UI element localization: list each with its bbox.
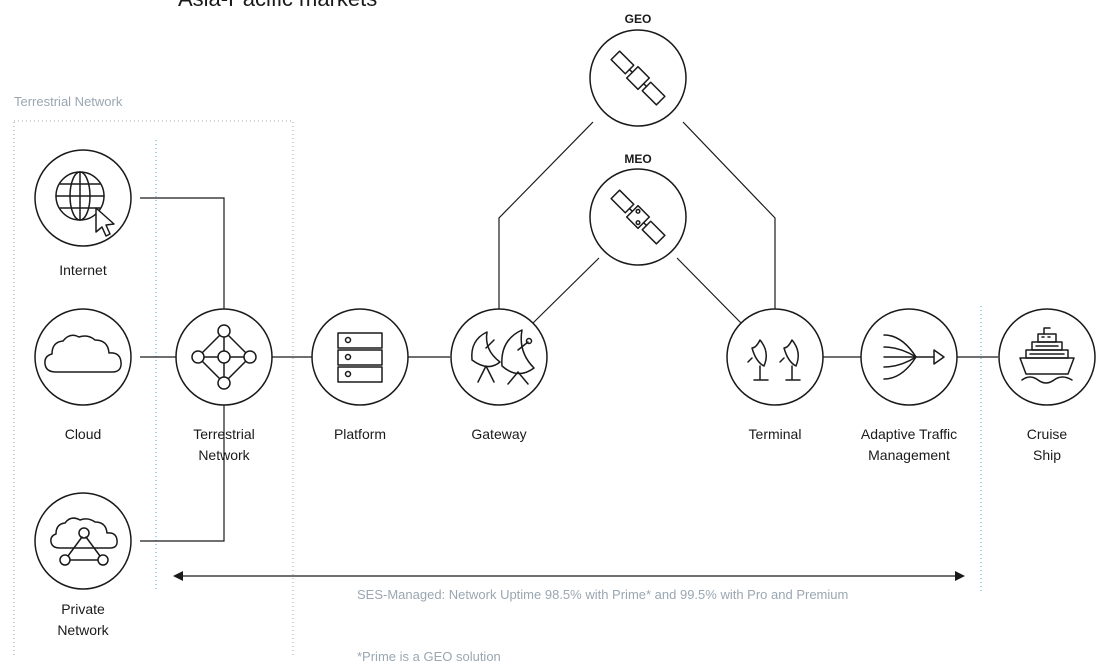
cruise-ship-node <box>998 308 1096 406</box>
terminal-node <box>726 308 824 406</box>
cloud-icon <box>44 334 122 373</box>
meo-satellite-icon <box>610 189 666 245</box>
traffic-merge-icon <box>883 334 945 380</box>
managed-span-caption: SES-Managed: Network Uptime 98.5% with P… <box>357 587 849 602</box>
internet-node <box>34 149 132 247</box>
private-network-node <box>34 492 132 590</box>
internet-label: Internet <box>59 262 107 278</box>
cruise-ship-label-line2: Ship <box>1032 447 1062 463</box>
terrestrial-network-label-line1: Terrestrial <box>193 426 255 442</box>
terminal-antenna-icon <box>747 339 801 381</box>
gateway-label: Gateway <box>471 426 527 442</box>
managed-span-arrow <box>173 571 965 581</box>
terrestrial-network-label-line2: Network <box>198 447 250 463</box>
private-network-label-line1: Private <box>61 601 105 617</box>
server-stack-icon <box>337 332 383 383</box>
cruise-ship-label-line1: Cruise <box>1026 426 1068 442</box>
terrestrial-region-box <box>13 120 294 657</box>
region-label: Terrestrial Network <box>14 94 123 109</box>
geo-satellite-node <box>589 29 687 127</box>
adaptive-traffic-label-line1: Adaptive Traffic <box>860 426 958 442</box>
cursor-icon <box>95 207 115 237</box>
geo-satellite-icon <box>610 50 666 106</box>
gateway-node <box>450 308 548 406</box>
meo-label: MEO <box>624 152 652 166</box>
cruise-ship-icon <box>1019 327 1075 384</box>
meo-satellite-node <box>589 168 687 266</box>
connector-lines <box>140 121 998 542</box>
cloud-node <box>34 308 132 406</box>
satellite-dish-icon <box>471 329 535 385</box>
hub-icon <box>191 324 257 390</box>
platform-label: Platform <box>333 426 387 442</box>
cloud-label: Cloud <box>64 426 102 442</box>
private-network-label-line2: Network <box>57 622 109 638</box>
terminal-label: Terminal <box>748 426 802 442</box>
platform-node <box>311 308 409 406</box>
page-subtitle: Asia-Pacific markets <box>178 0 377 12</box>
geo-label: GEO <box>624 12 652 26</box>
globe-icon <box>55 171 105 221</box>
private-network-icon <box>50 517 118 566</box>
adaptive-traffic-label-line2: Management <box>868 447 950 463</box>
